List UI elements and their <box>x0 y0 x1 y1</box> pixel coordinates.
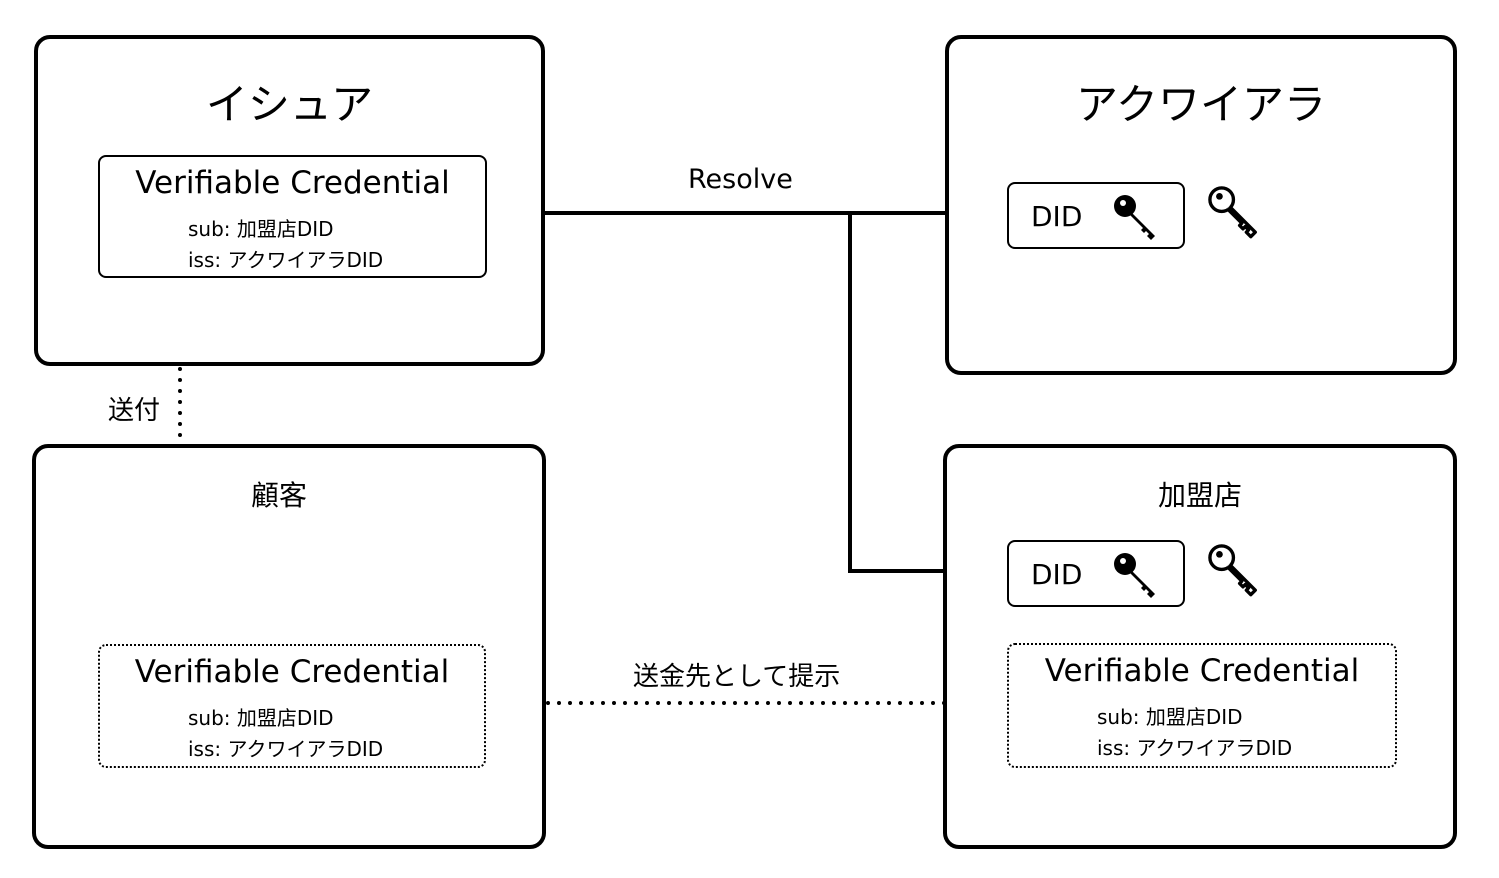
acquirer-title: アクワイアラ <box>1076 80 1326 129</box>
vc-sub: sub: 加盟店DID <box>188 217 334 241</box>
acquirer-did-box: DID <box>1007 182 1185 249</box>
present-label: 送金先として提示 <box>633 662 841 692</box>
present-arrow <box>496 692 990 714</box>
resolve-label: Resolve <box>688 164 793 195</box>
merchant-title: 加盟店 <box>1157 479 1242 512</box>
vc-sub: sub: 加盟店DID <box>188 706 334 730</box>
customer-title: 顧客 <box>250 479 307 512</box>
send-label: 送付 <box>108 396 161 426</box>
vc-iss: iss: アクワイアラDID <box>188 248 384 272</box>
vc-iss: iss: アクワイアラDID <box>1097 736 1293 760</box>
vc-title: Verifiable Credential <box>134 654 450 690</box>
private-key-icon <box>1111 550 1161 600</box>
merchant-vc-card: Verifiable Credential sub: 加盟店DID iss: ア… <box>1007 643 1397 768</box>
customer-panel: 顧客 Verifiable Credential sub: 加盟店DID iss… <box>32 444 546 849</box>
issuer-title: イシュア <box>205 80 374 129</box>
private-key-icon <box>1111 192 1161 242</box>
acquirer-panel: アクワイアラ DID <box>945 35 1457 375</box>
merchant-panel: 加盟店 DID Verifiable Credential sub: 加盟店DI… <box>943 444 1457 849</box>
did-label: DID <box>1031 558 1083 591</box>
issuer-panel: イシュア Verifiable Credential sub: 加盟店DID i… <box>34 35 545 366</box>
merchant-did-box: DID <box>1007 540 1185 607</box>
customer-vc-card: Verifiable Credential sub: 加盟店DID iss: ア… <box>98 644 486 768</box>
vc-sub: sub: 加盟店DID <box>1097 705 1243 729</box>
resolve-arrow-to-acquirer <box>509 202 982 224</box>
public-key-icon <box>1206 542 1262 598</box>
public-key-icon <box>1206 184 1262 240</box>
did-label: DID <box>1031 200 1083 233</box>
issuer-vc-card: Verifiable Credential sub: 加盟店DID iss: ア… <box>98 155 487 278</box>
vc-iss: iss: アクワイアラDID <box>188 737 384 761</box>
vc-title: Verifiable Credential <box>135 165 450 201</box>
vc-title: Verifiable Credential <box>1044 653 1360 689</box>
